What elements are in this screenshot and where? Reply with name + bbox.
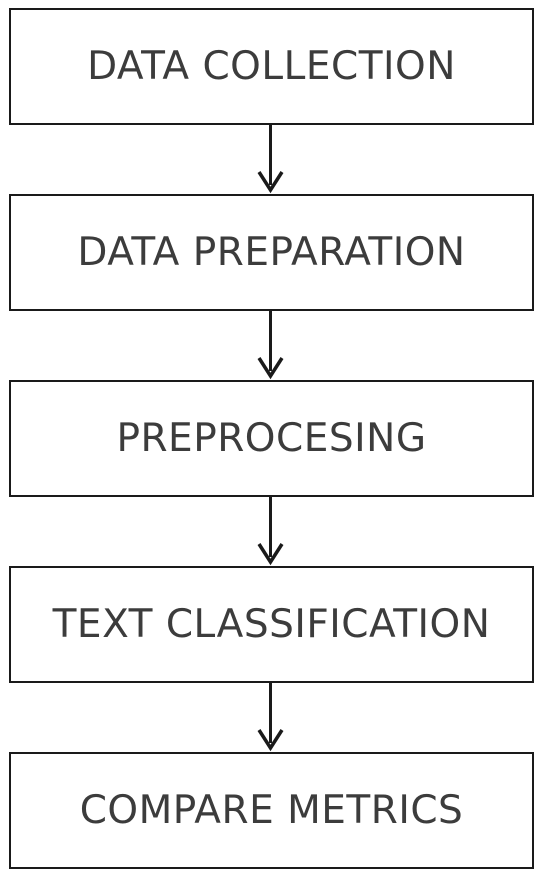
step-data-collection: DATA COLLECTION xyxy=(9,8,534,125)
step-label-data-preparation: DATA PREPARATION xyxy=(77,230,466,275)
step-label-preprocesing: PREPROCESING xyxy=(116,416,427,461)
arrow-down-icon xyxy=(257,125,284,194)
step-label-text-classification: TEXT CLASSIFICATION xyxy=(52,602,491,647)
step-preprocesing: PREPROCESING xyxy=(9,380,534,497)
step-label-data-collection: DATA COLLECTION xyxy=(87,44,456,89)
step-label-compare-metrics: COMPARE METRICS xyxy=(79,788,464,833)
arrow-down-icon xyxy=(257,311,284,380)
step-text-classification: TEXT CLASSIFICATION xyxy=(9,566,534,683)
step-compare-metrics: COMPARE METRICS xyxy=(9,752,534,869)
arrow-down-icon xyxy=(257,683,284,752)
arrow-down-icon xyxy=(257,497,284,566)
step-data-preparation: DATA PREPARATION xyxy=(9,194,534,311)
